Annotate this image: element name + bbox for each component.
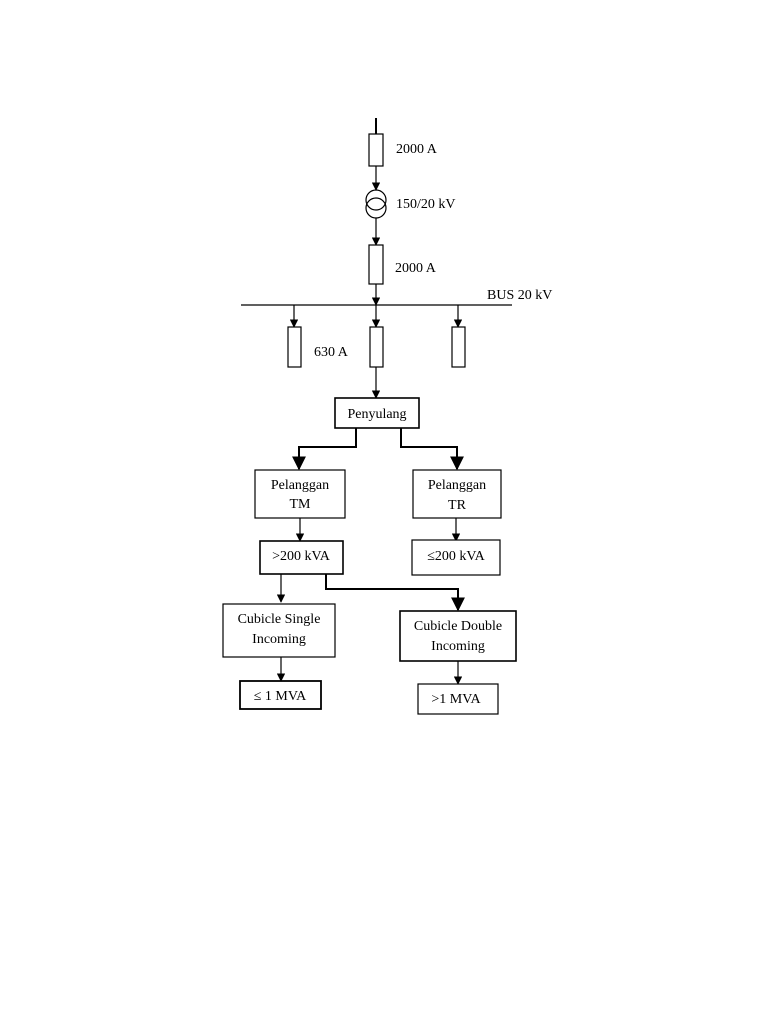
branch-left (292, 428, 357, 471)
breaker-mid-label: 2000 A (395, 261, 437, 276)
feeder-breaker-label: 630 A (314, 345, 349, 360)
feeder-breaker-center (369, 326, 384, 368)
penyulang-box (334, 397, 420, 429)
gt200-box (259, 540, 344, 575)
pelanggan-tr-line1: Pelanggan (428, 478, 486, 493)
le200-box (411, 539, 501, 576)
gt1mva-box (417, 683, 499, 715)
cubicle-single-line1: Cubicle Single (238, 612, 321, 627)
branch-double (325, 574, 465, 612)
breaker-top (368, 133, 384, 167)
transformer-label: 150/20 kV (396, 197, 456, 212)
transformer-symbol (365, 189, 387, 219)
le1mva-label: ≤ 1 MVA (254, 689, 307, 704)
breaker-mid (368, 244, 384, 285)
pelanggan-tr-box (412, 469, 502, 519)
pelanggan-tr-line2: TR (448, 498, 467, 513)
le200-label: ≤200 kVA (427, 549, 485, 564)
branch-right (400, 428, 464, 471)
feeder-breaker-right (451, 326, 466, 368)
pelanggan-tm-line1: Pelanggan (271, 478, 329, 493)
penyulang-label: Penyulang (347, 407, 406, 422)
bus-label: BUS 20 kV (487, 288, 552, 303)
cubicle-single-line2: Incoming (252, 632, 306, 647)
gt200-label: >200 kVA (272, 549, 331, 564)
feeder-breaker-left (287, 326, 302, 368)
cubicle-double-box (399, 610, 517, 662)
breaker-top-label: 2000 A (396, 142, 438, 157)
pelanggan-tm-line2: TM (290, 497, 312, 512)
gt1mva-label: >1 MVA (431, 692, 481, 707)
cubicle-single-box (222, 603, 336, 658)
cubicle-double-line1: Cubicle Double (414, 619, 502, 634)
cubicle-double-line2: Incoming (431, 639, 485, 654)
le1mva-box (239, 680, 322, 710)
